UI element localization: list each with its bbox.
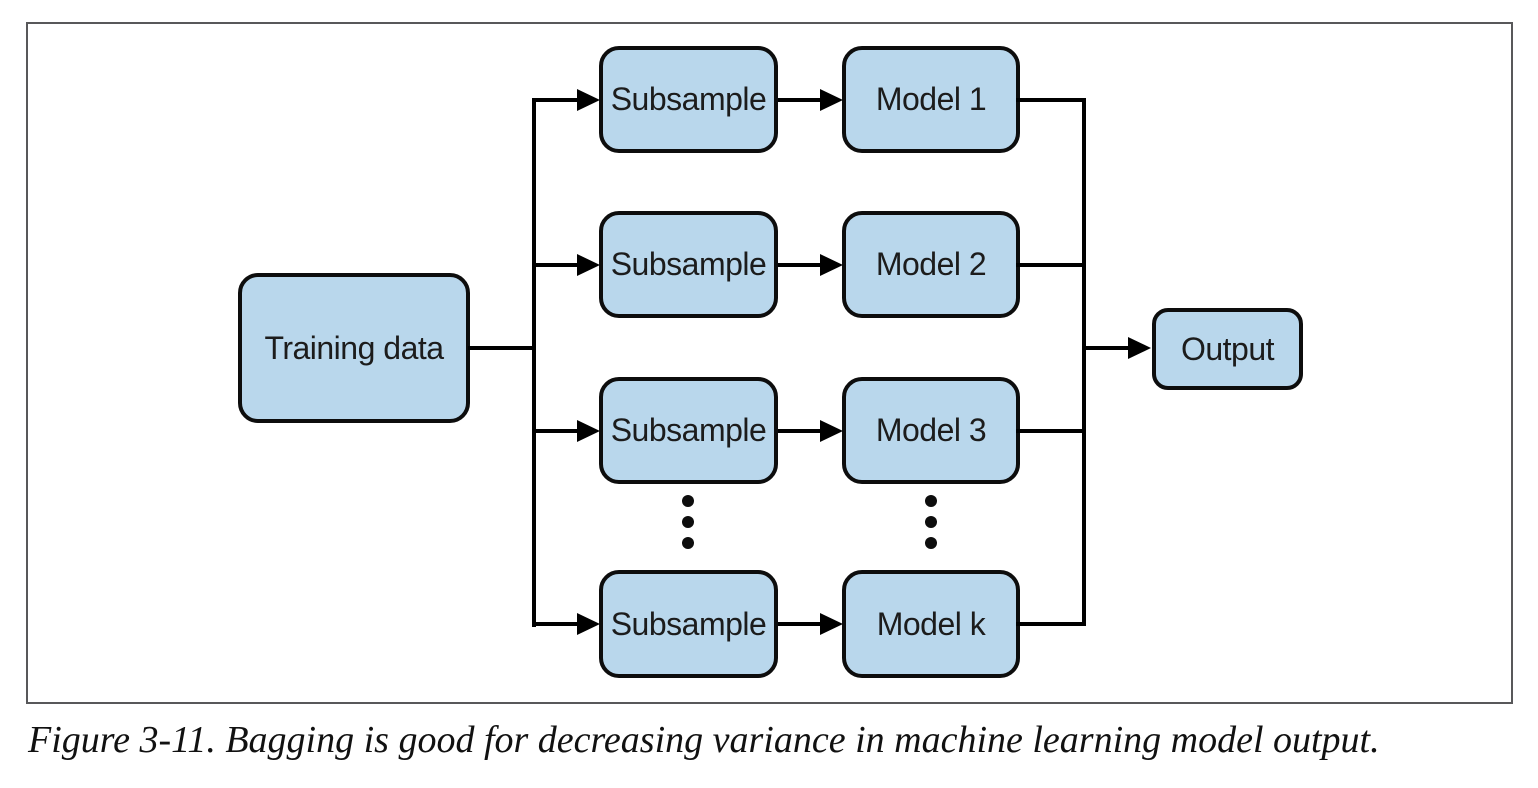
subsample-label-k: Subsample: [610, 605, 767, 642]
model-node-k: Model k: [842, 570, 1020, 678]
arrowhead-icon: [820, 89, 843, 111]
connector-subsample-to-model-1: [778, 98, 822, 102]
connector-model-k-to-rail: [1016, 622, 1084, 626]
subsample-label-3: Subsample: [610, 412, 767, 448]
ellipsis-dot: [682, 516, 694, 528]
output-node: Output: [1152, 308, 1303, 390]
ellipsis-dot: [682, 537, 694, 549]
arrowhead-icon: [820, 420, 843, 442]
model-node-2: Model 2: [842, 211, 1020, 318]
connector-subsample-to-model-2: [778, 263, 822, 267]
connector-rail-to-subsample-1: [532, 98, 580, 102]
connector-model-3-to-rail: [1016, 429, 1084, 433]
branch-rail-left: [532, 98, 536, 627]
subsample-label-1: Subsample: [610, 81, 767, 117]
arrowhead-icon: [577, 613, 600, 635]
ellipsis-dot: [925, 516, 937, 528]
arrowhead-icon: [577, 420, 600, 442]
ellipsis-dot: [682, 495, 694, 507]
arrowhead-icon: [577, 89, 600, 111]
subsample-label-2: Subsample: [610, 246, 767, 282]
connector-rail-to-subsample-3: [532, 429, 580, 433]
connector-subsample-to-model-k: [778, 622, 822, 626]
output-label: Output: [1180, 330, 1275, 367]
subsample-node-2: Subsample: [599, 211, 778, 318]
training-data-node: Training data: [238, 273, 470, 423]
arrowhead-icon: [1128, 337, 1151, 359]
collector-rail-right: [1082, 98, 1086, 626]
model-node-1: Model 1: [842, 46, 1020, 153]
model-label-k: Model k: [876, 605, 986, 642]
subsample-node-3: Subsample: [599, 377, 778, 484]
connector-model-1-to-rail: [1016, 98, 1084, 102]
model-node-3: Model 3: [842, 377, 1020, 484]
arrowhead-icon: [820, 613, 843, 635]
connector-training-to-rail: [468, 346, 534, 350]
connector-model-2-to-rail: [1016, 263, 1084, 267]
connector-rail-to-subsample-2: [532, 263, 580, 267]
figure-caption: Figure 3-11. Bagging is good for decreas…: [28, 719, 1380, 761]
training-data-label: Training data: [264, 329, 444, 366]
connector-rail-to-subsample-k: [532, 622, 580, 626]
connector-subsample-to-model-3: [778, 429, 822, 433]
arrowhead-icon: [577, 254, 600, 276]
subsample-node-k: Subsample: [599, 570, 778, 678]
model-label-1: Model 1: [875, 81, 987, 117]
model-label-2: Model 2: [875, 246, 987, 282]
subsample-node-1: Subsample: [599, 46, 778, 153]
connector-rail-to-output: [1082, 346, 1130, 350]
ellipsis-dot: [925, 495, 937, 507]
ellipsis-dot: [925, 537, 937, 549]
arrowhead-icon: [820, 254, 843, 276]
model-label-3: Model 3: [875, 412, 987, 448]
